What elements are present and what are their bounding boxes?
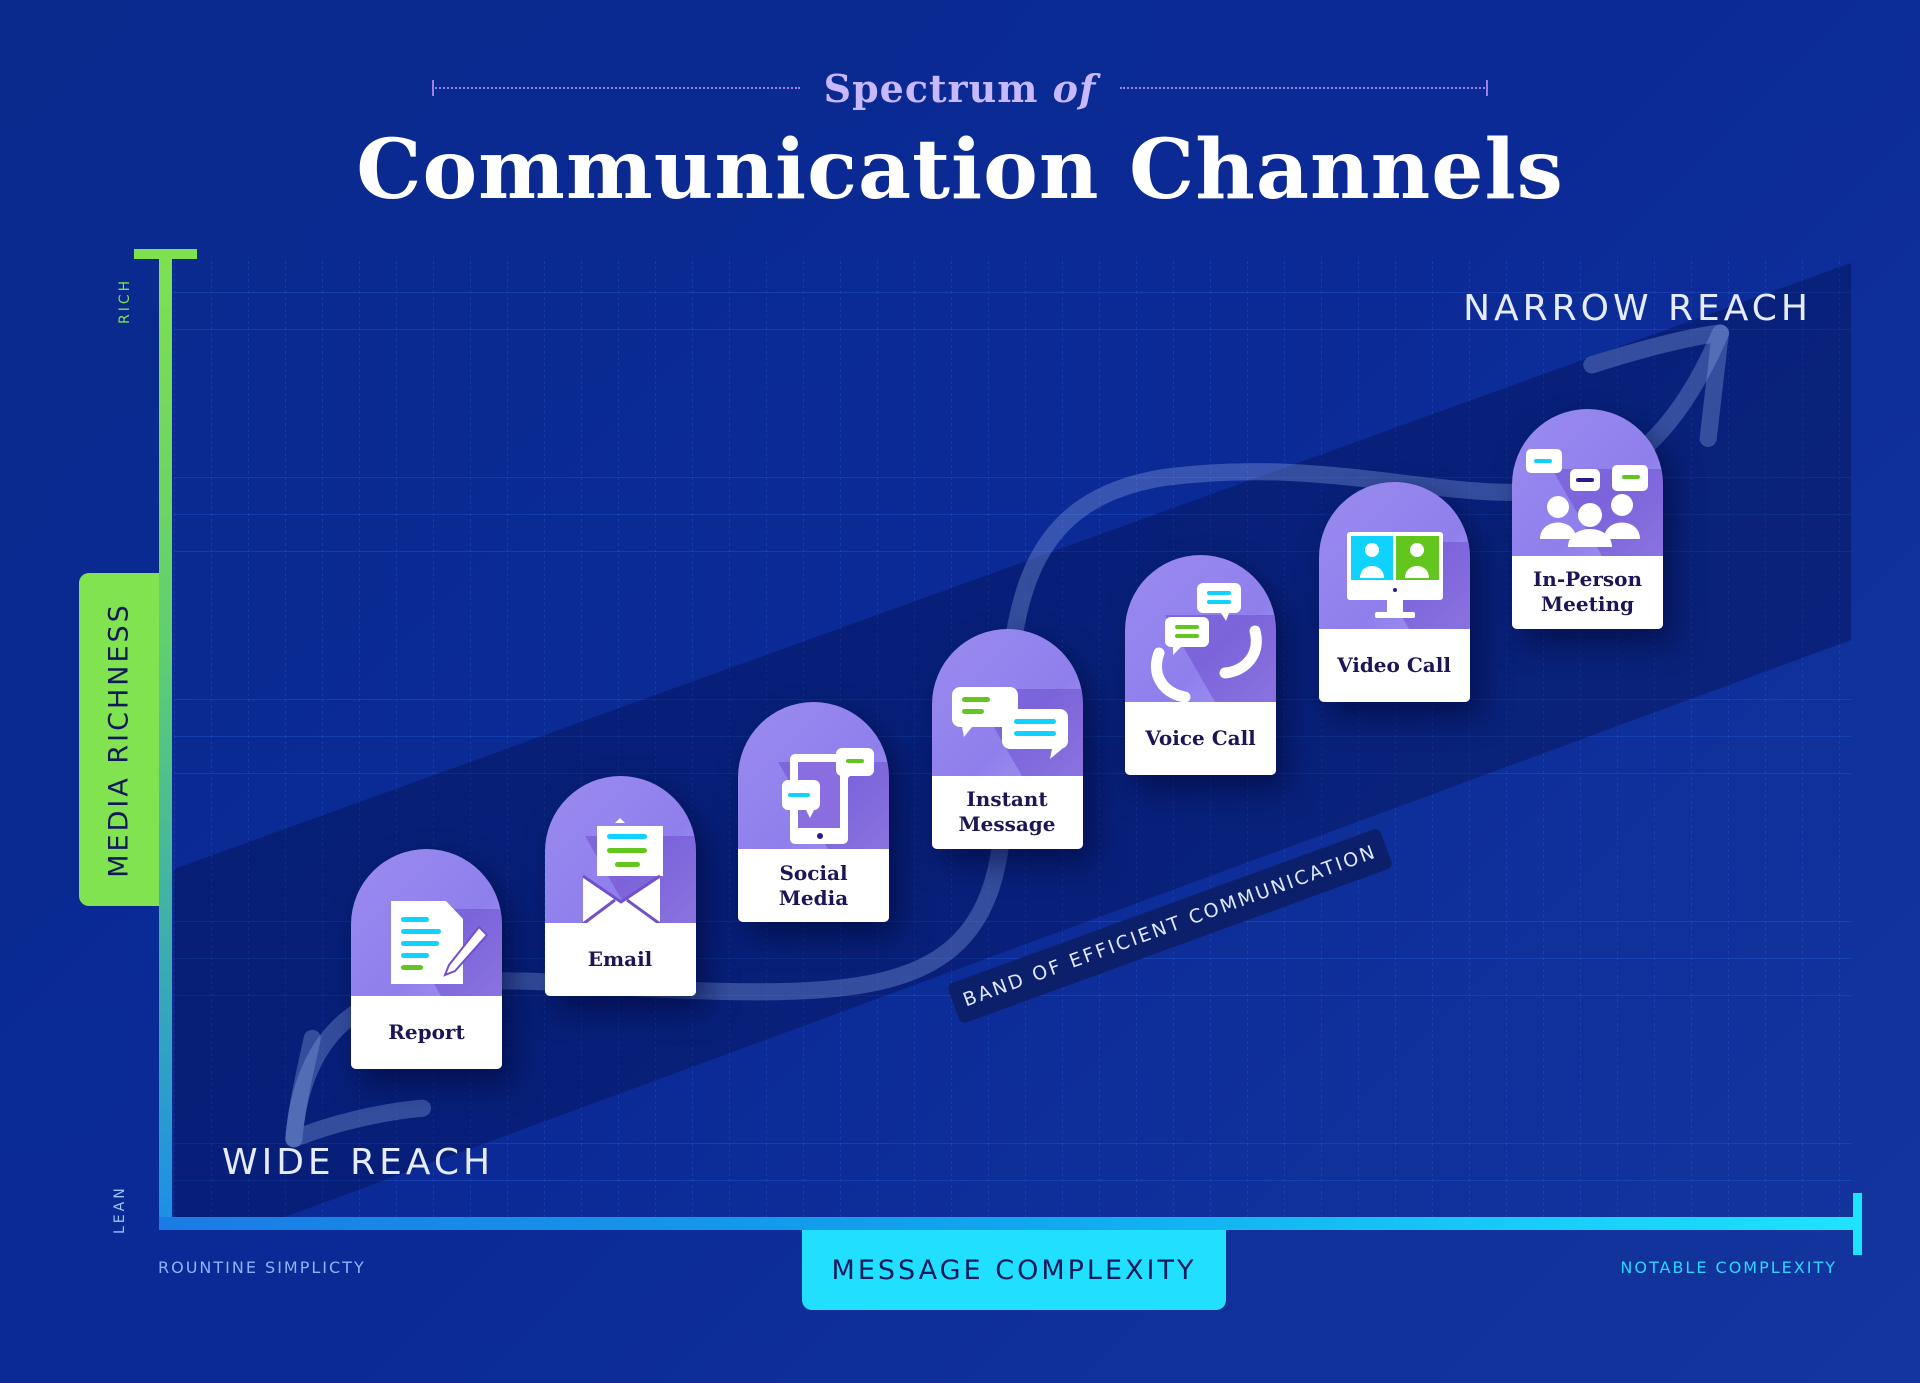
channel-card: Voice Call	[1125, 555, 1276, 776]
channel-card: In-Person Meeting	[1512, 408, 1663, 629]
x-axis-line	[159, 1217, 1861, 1230]
chat-bubbles-icon	[951, 686, 1083, 776]
document-pencil-icon	[391, 901, 502, 996]
x-axis-cap	[1853, 1193, 1862, 1255]
y-axis-top-label: RICH	[117, 277, 133, 324]
y-axis-bottom-label: LEAN	[112, 1185, 128, 1234]
channel-card: Report	[351, 849, 502, 1069]
x-axis-title-tab: MESSAGE COMPLEXITY	[802, 1230, 1226, 1310]
video-monitor-icon	[1346, 532, 1470, 629]
wide-reach-label: WIDE REACH	[222, 1142, 495, 1183]
envelope-icon	[581, 817, 696, 923]
narrow-reach-label: NARROW REACH	[1463, 288, 1812, 329]
divider	[1120, 80, 1489, 96]
channel-label: Voice Call	[1125, 702, 1276, 776]
y-axis-line	[159, 253, 172, 1228]
channel-card: Instant Message	[931, 628, 1083, 849]
phone-chat-icon	[1151, 583, 1276, 703]
channel-label: Social Media	[738, 849, 889, 923]
y-axis-cap	[134, 249, 197, 259]
subtitle: Spectrum of	[823, 65, 1097, 111]
channel-label: Video Call	[1318, 629, 1470, 702]
x-axis-left-label: ROUNTINE SIMPLICTY	[158, 1258, 366, 1277]
channel-label: In-Person Meeting	[1512, 555, 1663, 629]
x-axis-right-label: NOTABLE COMPLEXITY	[1620, 1258, 1837, 1277]
channel-label: Email	[544, 922, 696, 996]
channel-card: Video Call	[1318, 482, 1470, 702]
page-title: Communication Channels	[356, 122, 1564, 218]
divider	[432, 80, 800, 96]
channel-card: Social Media	[738, 702, 889, 923]
channel-card: Email	[544, 775, 696, 996]
group-people-icon	[1526, 448, 1663, 556]
y-axis-title-tab: MEDIA RICHNESS	[79, 573, 159, 906]
channel-label: Instant Message	[931, 775, 1083, 849]
tablet-chat-icon	[778, 748, 889, 850]
subtitle-row: Spectrum of	[432, 60, 1489, 116]
channel-label: Report	[351, 996, 502, 1069]
